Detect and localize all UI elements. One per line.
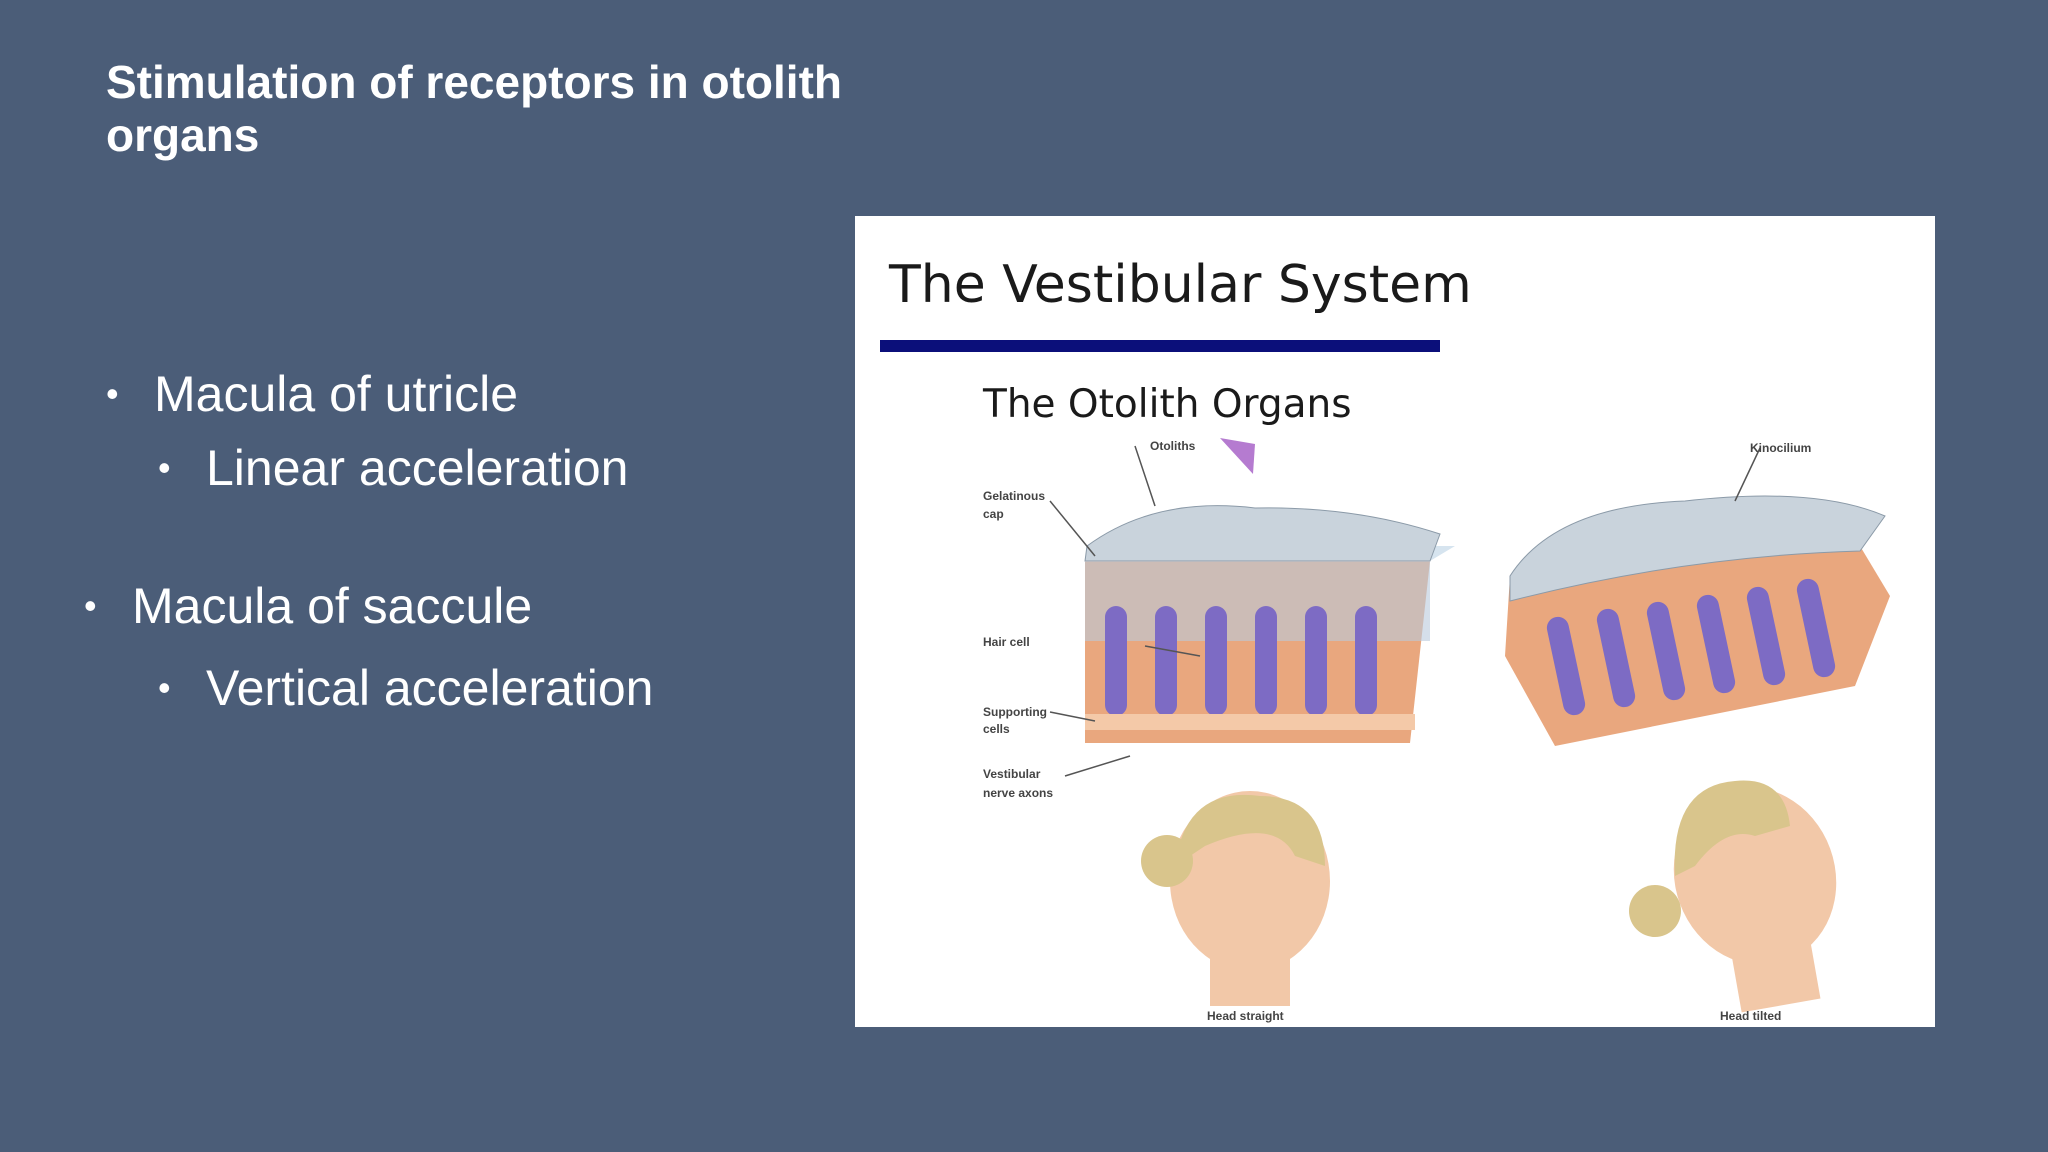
- bullet-dot: •: [158, 667, 171, 708]
- otolith-crystals: [1084, 505, 1441, 562]
- macula-block-straight: [1084, 505, 1455, 743]
- bullet-dot: •: [84, 585, 97, 626]
- label-otoliths: Otoliths: [1150, 439, 1196, 453]
- otolith-organs-figure: The Vestibular System The Otolith Organs: [855, 216, 1935, 1027]
- label-kinocilium: Kinocilium: [1750, 441, 1811, 455]
- macula-block-tilted: [1505, 495, 1890, 746]
- slide-title: Stimulation of receptors in otolith orga…: [106, 56, 842, 161]
- caption-head-tilted: Head tilted: [1720, 1009, 1781, 1023]
- label-hair-cell: Hair cell: [983, 635, 1030, 649]
- caption-head-straight: Head straight: [1207, 1009, 1284, 1023]
- hair-cells: [1105, 606, 1377, 716]
- bullet-text: Macula of utricle: [154, 366, 519, 422]
- head-tilted-illustration: [1629, 780, 1837, 1013]
- figure-subheading: The Otolith Organs: [982, 382, 1352, 427]
- bullet-dot: •: [158, 447, 171, 488]
- label-supporting-1: Supporting: [983, 705, 1047, 719]
- figure-heading: The Vestibular System: [888, 255, 1472, 315]
- bullet-text: Linear acceleration: [206, 440, 629, 496]
- figure-illustration: The Vestibular System The Otolith Organs: [880, 255, 1890, 1023]
- label-gelatinous-cap-2: cap: [983, 507, 1004, 521]
- bullet-macula-saccule: • Macula of saccule: [84, 576, 532, 636]
- otolith-crystals: [1509, 495, 1886, 602]
- hair-cells: [1546, 578, 1836, 716]
- label-supporting-2: cells: [983, 722, 1010, 736]
- supporting-cells: [1085, 714, 1415, 730]
- label-nerve-2: nerve axons: [983, 786, 1053, 800]
- bullet-text: Vertical acceleration: [206, 660, 654, 716]
- heading-rule: [880, 340, 1440, 352]
- label-gelatinous-cap-1: Gelatinous: [983, 489, 1045, 503]
- leader-lines: [1049, 445, 1761, 777]
- tissue-layer: [1505, 546, 1890, 746]
- sub-bullet-linear-acceleration: • Linear acceleration: [158, 438, 629, 498]
- bullet-dot: •: [106, 373, 119, 414]
- sub-bullet-vertical-acceleration: • Vertical acceleration: [158, 658, 653, 718]
- bullet-macula-utricle: • Macula of utricle: [106, 364, 518, 424]
- bullet-text: Macula of saccule: [132, 578, 533, 634]
- head-straight-illustration: [1141, 791, 1330, 1006]
- arrow-icon: [1220, 438, 1255, 474]
- label-nerve-1: Vestibular: [983, 767, 1041, 781]
